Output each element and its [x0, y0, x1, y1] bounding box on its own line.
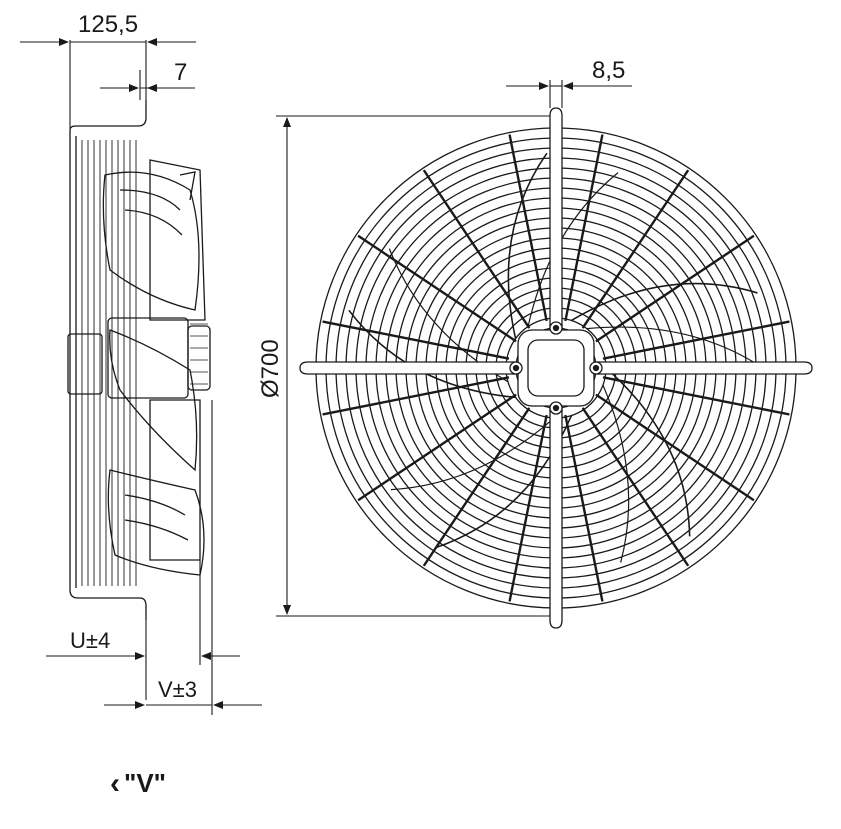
side-blade-upper	[102, 171, 200, 311]
blade-edge	[605, 367, 691, 537]
guard-spoke	[322, 320, 510, 360]
guard-spoke	[422, 169, 531, 329]
guard-spoke	[564, 134, 604, 322]
side-motor-hub	[107, 317, 189, 399]
side-guard-frame	[69, 100, 147, 131]
front-dimensions	[276, 80, 632, 617]
guard-spoke	[357, 234, 517, 343]
side-dimensions	[20, 38, 262, 715]
dim-u: U±4	[70, 628, 110, 653]
blade-edge	[507, 152, 548, 339]
guard-spoke	[602, 376, 790, 416]
blade-edge	[602, 384, 630, 563]
view-note: ‹ "V"	[110, 768, 166, 799]
dim-v: V±3	[158, 677, 197, 702]
dim-overall-depth: 125,5	[78, 11, 138, 38]
blade-edge	[390, 417, 555, 491]
guard-spoke	[508, 414, 548, 602]
guard-spoke	[322, 376, 510, 416]
guard-spoke	[581, 169, 690, 329]
side-blade-middle	[109, 329, 198, 472]
front-guard-spokes	[322, 134, 790, 602]
guard-spoke	[357, 393, 517, 502]
dim-grille-wire: 8,5	[592, 57, 625, 84]
guard-spoke	[595, 234, 755, 343]
front-hub	[517, 329, 595, 407]
side-view	[67, 100, 211, 620]
guard-spoke	[595, 393, 755, 502]
blade-edge	[586, 326, 762, 368]
chevron-left-icon: ‹	[110, 766, 120, 800]
side-blade-lower	[107, 469, 205, 576]
dim-diameter: Ø700	[257, 339, 284, 398]
guard-spoke	[581, 407, 690, 567]
front-view	[299, 107, 813, 629]
view-note-label: "V"	[124, 768, 166, 798]
guard-spoke	[422, 407, 531, 567]
guard-spoke	[564, 414, 604, 602]
guard-spoke	[508, 134, 548, 322]
dim-flange-thickness: 7	[174, 59, 187, 86]
guard-spoke	[602, 320, 790, 360]
blade-edge	[571, 282, 758, 322]
